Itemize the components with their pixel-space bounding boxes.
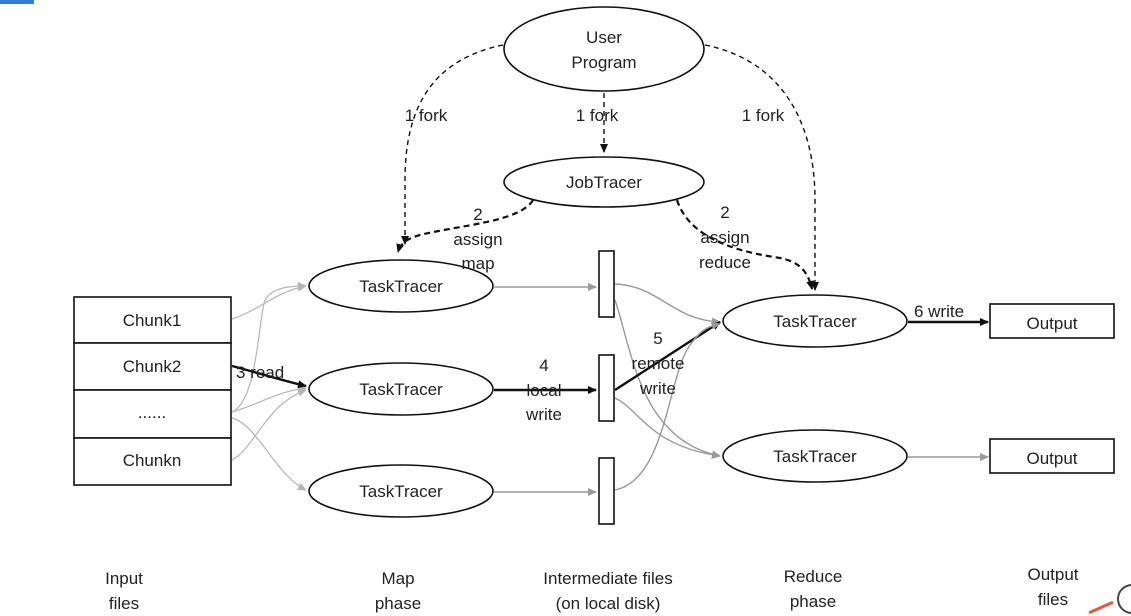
output-box-1: Output	[989, 303, 1115, 339]
output-box-2: Output	[989, 438, 1115, 474]
phase-map-line1: Map	[381, 569, 414, 588]
user-program-node: User Program	[503, 6, 705, 92]
reduce-task-tracer-1: TaskTracer	[722, 294, 908, 348]
intermediate-file-2	[598, 354, 615, 422]
input-chunk-stack: Chunk1 Chunk2 ...... Chunkn	[73, 296, 232, 486]
assign-reduce-label-line3: reduce	[699, 253, 751, 272]
assign-reduce-label-line2: assign	[700, 228, 749, 247]
chunk-box	[73, 296, 232, 344]
map-task-tracer-1: TaskTracer	[308, 259, 494, 313]
fork-arrow-left	[401, 44, 504, 245]
file2-to-reduce2	[614, 397, 721, 459]
read-label: 3 read	[236, 363, 284, 382]
remote-write-label-line3: write	[639, 379, 676, 398]
assign-map-label-line1: 2	[473, 205, 482, 224]
remote-write-label-line1: 5	[653, 329, 662, 348]
phase-input-line2: files	[109, 594, 139, 613]
chunk3-to-map3	[231, 417, 307, 491]
local-write-label-line2: local	[527, 381, 562, 400]
phase-reduce-line1: Reduce	[784, 567, 843, 586]
chunk1-to-map1	[231, 283, 307, 320]
chunk-box	[73, 437, 232, 486]
phase-output-line2: files	[1038, 590, 1068, 609]
file1-to-reduce1	[614, 283, 721, 326]
job-tracer-node: JobTracer	[503, 156, 705, 208]
chunk-label: Chunk2	[123, 357, 182, 376]
fork-label-left: 1 fork	[405, 106, 448, 125]
phase-intermediate-line2: (on local disk)	[556, 594, 661, 613]
fork-arrow-right	[704, 44, 819, 291]
intermediate-file-1	[598, 250, 615, 318]
phase-intermediate-line1: Intermediate files	[543, 569, 672, 588]
accent-mark	[0, 0, 34, 4]
map-task-tracer-3: TaskTracer	[308, 464, 494, 518]
fork-label-right: 1 fork	[742, 106, 785, 125]
user-program-label-line1: User	[586, 28, 622, 47]
reduce-task-tracer-2: TaskTracer	[722, 429, 908, 483]
map-task-tracer-3-label: TaskTracer	[359, 482, 443, 501]
write-label: 6 write	[914, 302, 964, 321]
assign-reduce-arrow	[675, 199, 815, 290]
phase-map-line2: phase	[375, 594, 421, 613]
chunk-label: Chunk1	[123, 311, 182, 330]
phase-output-line1: Output	[1027, 565, 1078, 584]
map-task-tracer-1-label: TaskTracer	[359, 277, 443, 296]
read-arrow	[231, 364, 307, 389]
map-task-tracer-2-label: TaskTracer	[359, 380, 443, 399]
user-program-label-line2: Program	[571, 53, 636, 72]
assign-map-arrow	[396, 199, 534, 253]
assign-map-label-line3: map	[461, 254, 494, 273]
chunk-box	[73, 342, 232, 391]
assign-map-label-line2: assign	[453, 230, 502, 249]
phase-reduce-line2: phase	[790, 592, 836, 611]
fork-label-center: 1 fork	[576, 106, 619, 125]
reduce-task-tracer-2-label: TaskTracer	[773, 447, 857, 466]
intermediate-file-3	[598, 457, 615, 525]
local-write-label-line1: 4	[539, 356, 548, 375]
remote-write-label-line2: remote	[632, 354, 685, 373]
output-2-label: Output	[1026, 449, 1077, 468]
chunk-box	[73, 389, 232, 439]
chunk-label: ......	[138, 403, 166, 422]
chunk3-to-map1	[231, 282, 307, 413]
local-write-label-line3: write	[525, 405, 562, 424]
job-tracer-label: JobTracer	[566, 173, 642, 192]
file1-to-reduce2	[614, 299, 721, 459]
map-task-tracer-2: TaskTracer	[308, 362, 494, 416]
output-1-label: Output	[1026, 314, 1077, 333]
chunkn-to-map2	[231, 388, 307, 461]
phase-input-line1: Input	[105, 569, 143, 588]
remote-write-arrow	[614, 320, 721, 392]
file3-to-reduce1	[614, 321, 721, 491]
chunk-label: Chunkn	[123, 451, 182, 470]
reduce-task-tracer-1-label: TaskTracer	[773, 312, 857, 331]
assign-reduce-label-line1: 2	[720, 203, 729, 222]
